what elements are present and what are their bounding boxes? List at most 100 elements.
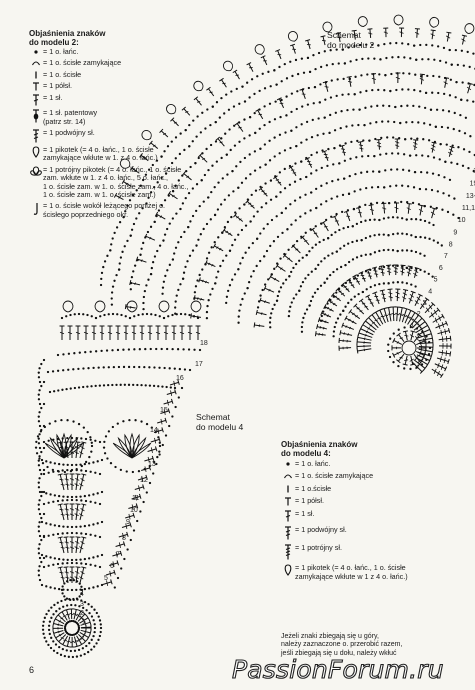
stitch-top — [245, 199, 250, 204]
chain-stitch — [132, 383, 135, 387]
chain-stitch — [207, 168, 210, 172]
chain-stitch — [237, 315, 240, 318]
stitch-bar — [65, 546, 70, 549]
chain-stitch — [256, 237, 259, 240]
chain-stitch — [78, 582, 81, 585]
chain-stitch — [219, 264, 222, 268]
stitch-bar — [66, 640, 71, 643]
legend-text: = 1 sł. — [43, 93, 63, 103]
chain-stitch — [156, 249, 159, 253]
stitch-top — [148, 465, 152, 471]
chain-stitch — [111, 349, 114, 352]
chain-stitch — [123, 383, 126, 386]
stitch-bar — [395, 295, 400, 299]
chain-stitch — [227, 194, 231, 197]
chain-stitch — [264, 182, 267, 185]
chain-stitch — [205, 147, 208, 151]
stitch-top — [75, 473, 81, 475]
stitch-top — [323, 304, 327, 309]
stitch-top — [75, 566, 81, 568]
stitch-top — [181, 171, 186, 176]
chain-stitch — [113, 231, 116, 235]
chain-stitch — [243, 156, 247, 160]
chain-stitch — [299, 285, 303, 288]
stitch-bar — [382, 207, 387, 210]
chain-stitch — [50, 616, 53, 619]
row-label: 1 — [82, 619, 86, 626]
stitch — [275, 176, 282, 186]
stitch — [306, 158, 313, 168]
stitch-bar — [171, 331, 177, 335]
tr-icon — [281, 526, 295, 540]
chain-stitch — [66, 531, 69, 535]
stitch-bar — [355, 315, 358, 318]
chain-stitch — [206, 304, 209, 308]
chain-stitch — [259, 147, 262, 150]
chain-stitch — [288, 183, 292, 186]
chain-stitch — [188, 313, 191, 317]
chain-stitch — [268, 159, 272, 162]
chain-stitch — [84, 532, 88, 536]
chain-stitch — [234, 211, 237, 214]
chain-stitch — [373, 218, 376, 221]
chain-stitch — [92, 493, 95, 496]
chain-stitch — [278, 152, 281, 155]
chain-stitch — [210, 246, 213, 249]
stitch — [79, 537, 85, 554]
chain-stitch — [179, 132, 182, 135]
stitch-top — [407, 265, 413, 268]
chain-stitch — [211, 164, 214, 167]
picot — [119, 158, 131, 169]
picot — [193, 80, 204, 92]
chain-stitch — [300, 123, 303, 126]
stitch-bar — [336, 297, 340, 300]
stitch-bar — [216, 246, 219, 249]
stitch-bar — [304, 240, 308, 242]
chain-stitch — [302, 71, 306, 74]
stitch-bar — [112, 561, 115, 567]
stitch — [340, 332, 353, 336]
stitch-top — [148, 140, 153, 146]
chain-stitch — [343, 244, 346, 247]
chain-stitch — [181, 277, 185, 280]
chain-stitch — [350, 140, 353, 144]
chain-stitch — [360, 171, 363, 174]
stitch-top — [305, 39, 311, 42]
stitch-bar — [408, 297, 413, 302]
chain-stitch — [225, 295, 229, 298]
stitch-top — [174, 389, 177, 395]
chain-stitch — [431, 44, 434, 47]
stitch-top — [357, 141, 363, 143]
stitch-bar — [109, 570, 112, 577]
stitch-bar — [160, 418, 163, 425]
stitch — [374, 292, 380, 305]
chain-stitch — [43, 636, 46, 639]
chain-stitch — [37, 525, 40, 528]
chain-stitch — [368, 218, 372, 222]
chain-stitch — [38, 556, 42, 560]
stitch-bar — [380, 271, 385, 274]
chain-stitch — [314, 267, 317, 271]
chain-stitch — [96, 522, 99, 525]
stitch-top — [177, 379, 180, 385]
chain-stitch — [57, 470, 60, 473]
chain-stitch — [452, 213, 455, 216]
schema-title-line: Schemat — [327, 30, 361, 40]
chain-stitch — [263, 87, 267, 90]
chain-stitch — [60, 599, 63, 603]
chain-stitch — [241, 85, 244, 88]
stitch-bar — [80, 478, 85, 482]
stitch-top — [81, 441, 87, 444]
chain-stitch — [318, 101, 321, 104]
chain-stitch — [253, 92, 256, 96]
chain-stitch — [389, 42, 392, 45]
chain-stitch — [359, 188, 362, 191]
chain-stitch — [342, 309, 345, 312]
chain-stitch — [401, 232, 404, 235]
stitch-bar — [330, 301, 333, 304]
stitch-bar — [131, 331, 137, 335]
stitch-top — [138, 493, 142, 499]
stitch — [413, 267, 418, 278]
stitch-bar — [443, 357, 446, 364]
chain-stitch — [38, 468, 42, 472]
